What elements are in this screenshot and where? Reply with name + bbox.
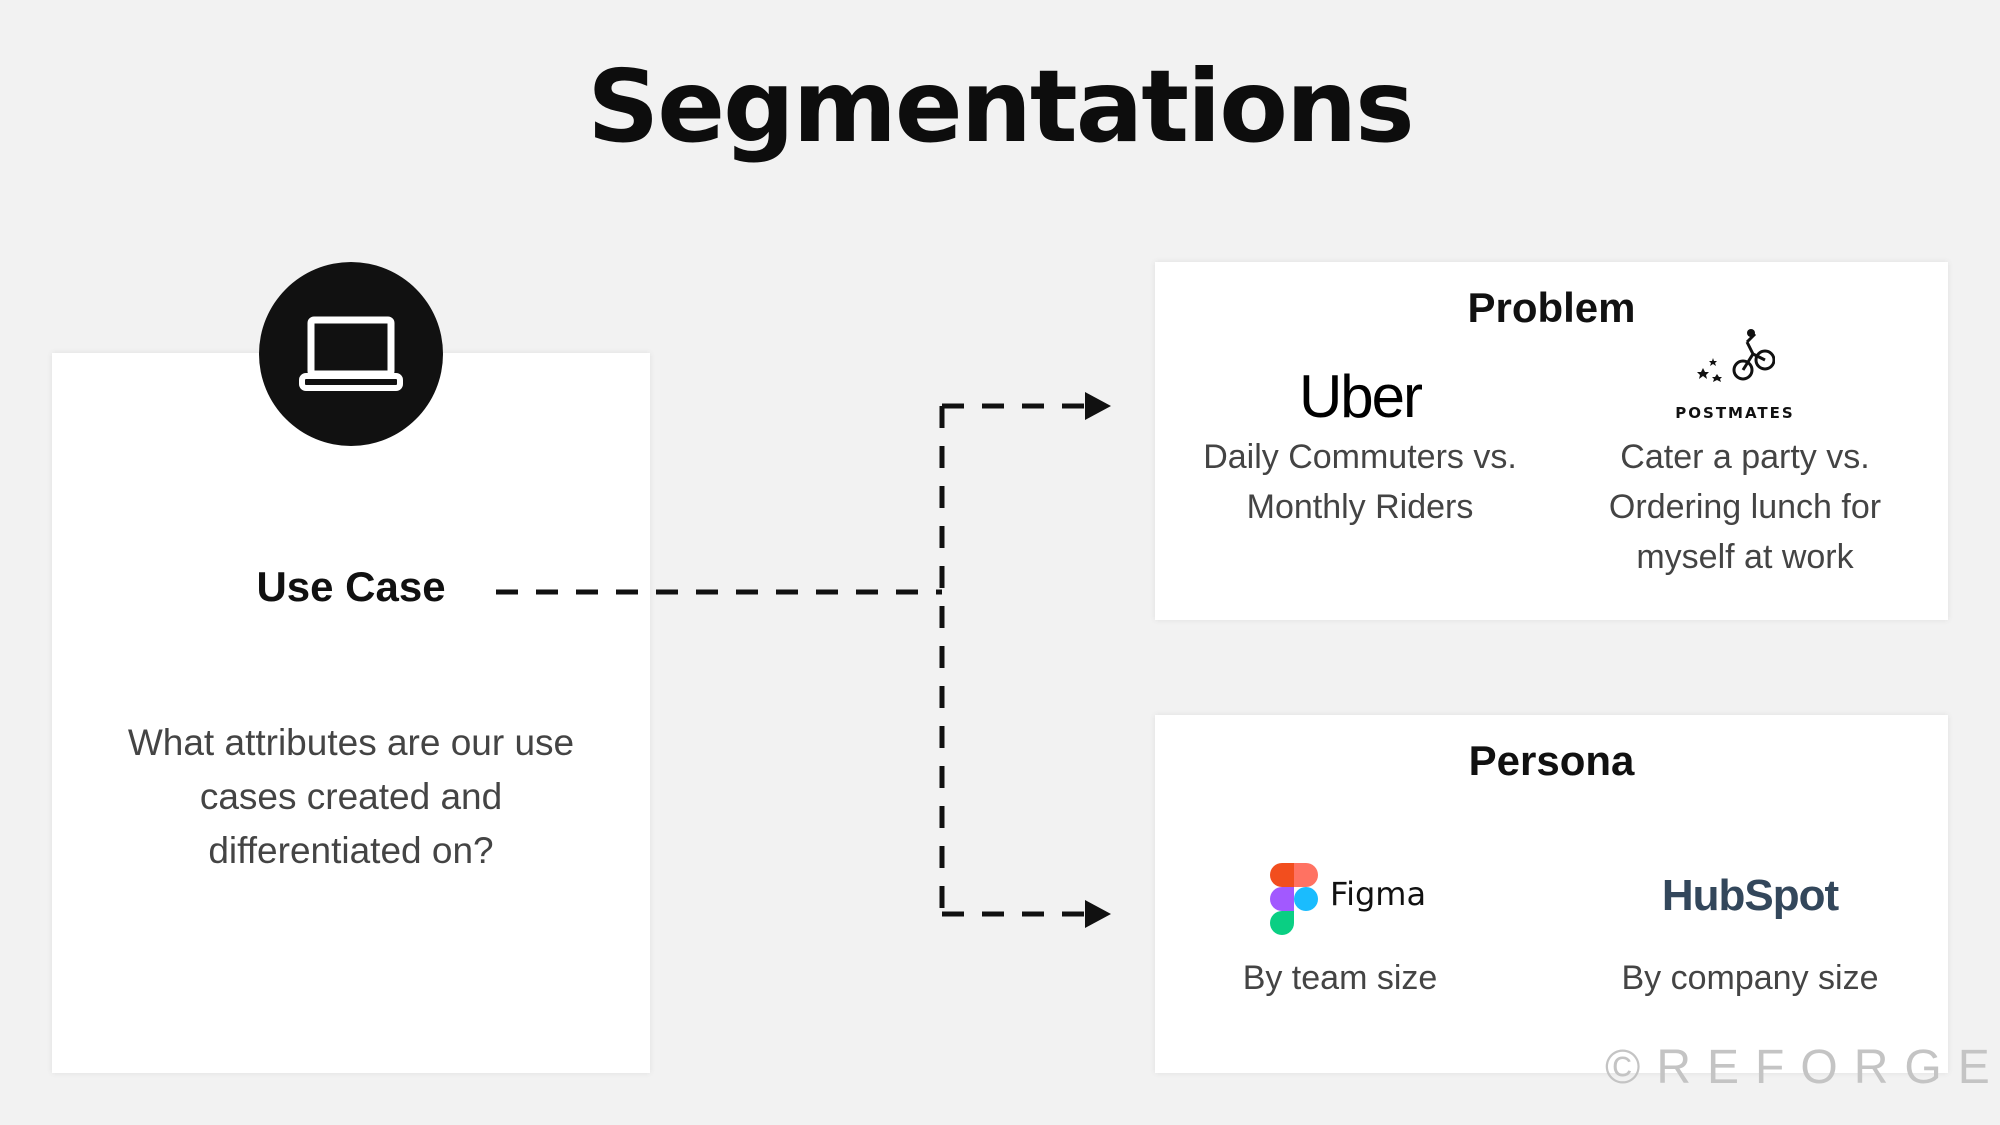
arrow-head-top — [1085, 392, 1111, 420]
figma-icon — [1270, 863, 1318, 935]
figma-logo — [1270, 863, 1318, 940]
reforge-watermark: ©REFORGE — [1605, 1041, 2000, 1094]
arrow-head-bottom — [1085, 900, 1111, 928]
page-title: Segmentations — [587, 48, 1414, 165]
figma-example-text: By team size — [1242, 959, 1438, 997]
uber-example-text: Daily Commuters vs. Monthly Riders — [1203, 438, 1517, 526]
uber-logo: Uber — [1298, 363, 1423, 430]
laptop-icon — [299, 316, 403, 391]
hubspot-example-text: By company size — [1621, 959, 1879, 997]
laptop-icon-circle — [259, 262, 443, 446]
postmates-example-text: Cater a party vs. Ordering lunch for mys… — [1608, 438, 1882, 576]
use-case-description: What attributes are our use cases create… — [127, 722, 575, 871]
problem-title: Problem — [1467, 284, 1636, 331]
persona-title: Persona — [1468, 737, 1635, 784]
persona-card: Persona Figma By team size HubSpot By co… — [1155, 715, 1948, 1073]
use-case-title: Use Case — [256, 563, 446, 610]
postmates-logo — [1675, 328, 1795, 389]
figma-wordmark: Figma — [1330, 875, 1427, 913]
problem-card: Problem Uber Daily Commuters vs. Monthly… — [1155, 262, 1948, 620]
use-case-card — [52, 353, 650, 1073]
postmates-wordmark: POSTMATES — [1675, 404, 1795, 422]
hubspot-wordmark: HubSpot — [1661, 871, 1839, 920]
postmates-courier-icon — [1697, 329, 1776, 382]
